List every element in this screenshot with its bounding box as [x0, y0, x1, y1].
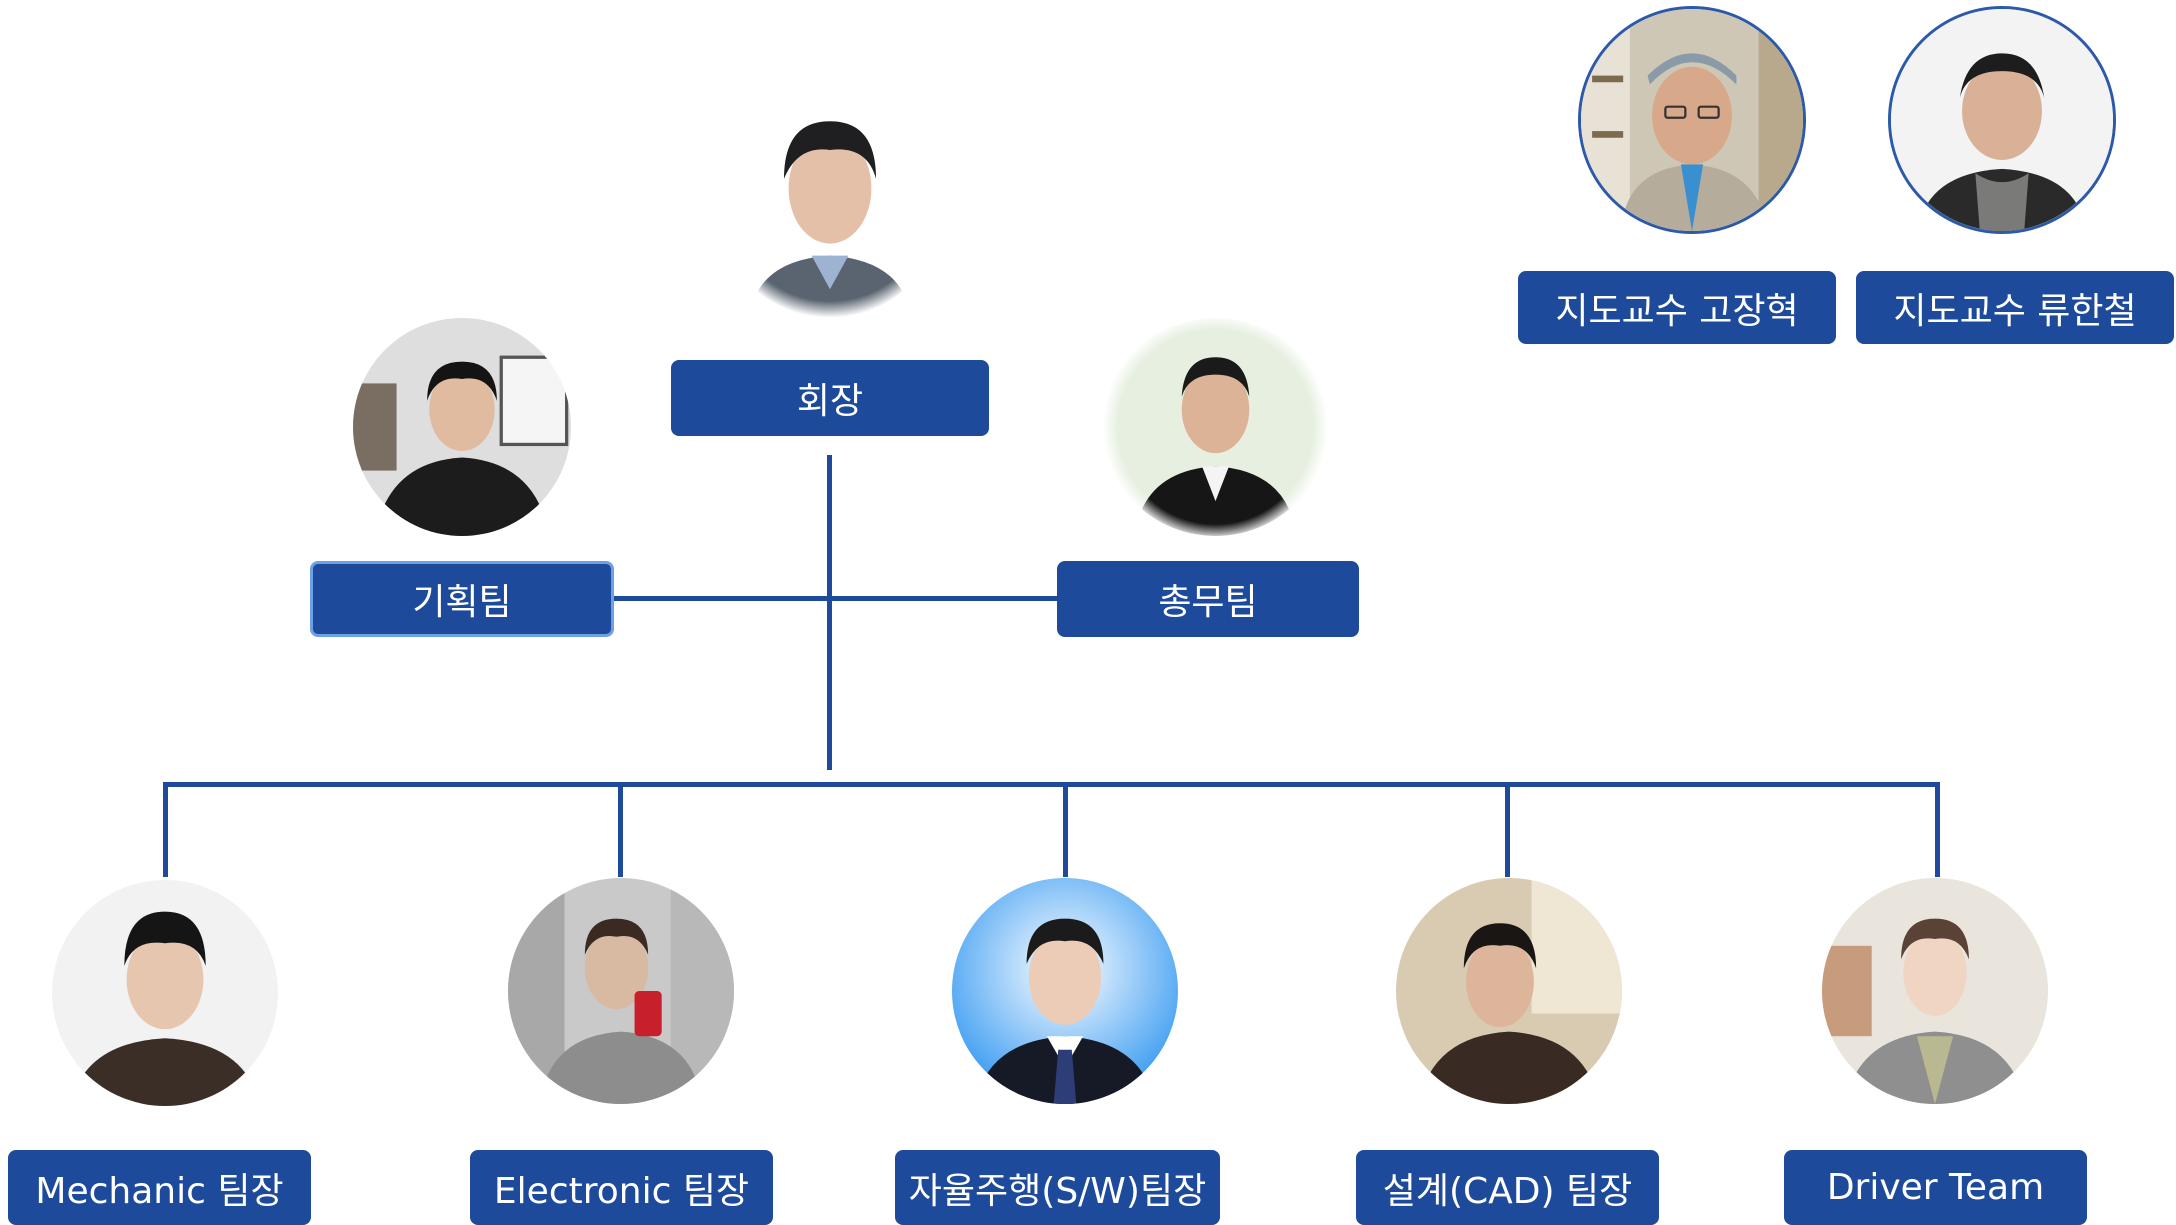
connector-horizontal-side — [614, 596, 1057, 601]
driver-team-photo — [1822, 878, 2048, 1104]
connector-vertical-main — [827, 455, 832, 770]
president-box: 회장 — [671, 360, 989, 436]
autonomous-leader-photo — [952, 878, 1178, 1104]
connector-horizontal-teams — [163, 782, 1940, 787]
planning-photo — [353, 318, 571, 536]
advisor-box-1: 지도교수 고장혁 — [1518, 271, 1836, 344]
design-leader-photo — [1396, 878, 1622, 1104]
advisor-photo-2 — [1888, 6, 2116, 234]
connector-drop-2 — [618, 787, 623, 877]
general-affairs-team-box: 총무팀 — [1057, 561, 1359, 637]
mechanic-leader-photo — [52, 880, 278, 1106]
advisor-photo-1 — [1578, 6, 1806, 234]
connector-drop-1 — [163, 782, 168, 877]
connector-drop-3 — [1063, 782, 1068, 877]
mechanic-team-box: Mechanic 팀장 — [8, 1150, 311, 1225]
general-affairs-photo — [1103, 318, 1328, 536]
driver-team-box: Driver Team — [1784, 1150, 2087, 1225]
electronic-team-box: Electronic 팀장 — [470, 1150, 773, 1225]
president-photo — [715, 78, 945, 318]
design-team-box: 설계(CAD) 팀장 — [1356, 1150, 1659, 1225]
connector-drop-5 — [1935, 782, 1940, 877]
connector-drop-4 — [1505, 782, 1510, 877]
advisor-box-2: 지도교수 류한철 — [1856, 271, 2174, 344]
electronic-leader-photo — [508, 878, 734, 1104]
autonomous-team-box: 자율주행(S/W)팀장 — [895, 1150, 1220, 1225]
planning-team-box: 기획팀 — [310, 561, 614, 637]
